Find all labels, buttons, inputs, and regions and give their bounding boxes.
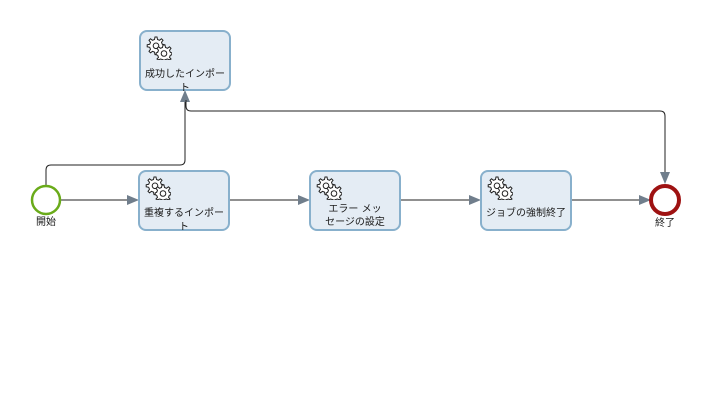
end-event-label: 終了 [655,218,675,229]
task-label: 成功したインポート [145,69,225,94]
flow-success-import-to-end[interactable] [185,100,670,184]
gears-icon [145,176,171,200]
start-event-label: 開始 [36,217,56,228]
task-force-end-job[interactable]: ジョブの強制終了 [480,170,572,231]
task-set-error-message[interactable]: エラー メッ セージの設定 [309,170,401,231]
end-event[interactable] [649,184,681,216]
gears-icon [316,176,342,200]
task-label: ジョブの強制終了 [486,208,566,219]
task-label: エラー メッ [328,204,382,215]
task-success-import[interactable]: 成功したインポート [139,30,231,94]
task-label: 重複するインポート [144,208,224,233]
task-label: セージの設定 [325,217,385,228]
task-duplicate-import[interactable]: 重複するインポート [138,170,230,233]
gears-icon [487,176,513,200]
gears-icon [146,36,172,60]
start-event[interactable] [30,184,62,216]
flow-start-to-success-import[interactable] [45,90,190,185]
